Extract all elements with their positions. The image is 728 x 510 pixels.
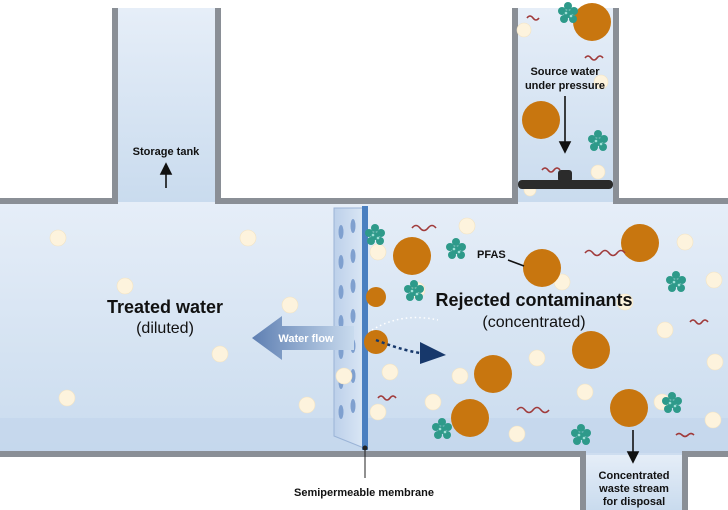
pfas-label: PFAS bbox=[477, 249, 506, 261]
storage-tank-label: Storage tank bbox=[133, 146, 201, 158]
pipe-walls bbox=[0, 8, 728, 510]
membrane-label: Semipermeable membrane bbox=[294, 487, 434, 499]
large-contaminants bbox=[364, 3, 659, 437]
source-water-label-2: under pressure bbox=[525, 80, 605, 92]
concentrated-label: (concentrated) bbox=[482, 314, 585, 331]
pressure-plate-icon bbox=[518, 170, 613, 189]
squiggle-contaminants bbox=[377, 15, 709, 438]
arrows bbox=[159, 96, 640, 464]
water-flow-label: Water flow bbox=[278, 333, 334, 345]
treated-water-label: Treated water bbox=[107, 297, 223, 317]
flow-arrow-icon bbox=[252, 316, 354, 360]
small-particles bbox=[49, 22, 724, 443]
permeate-path-arrow bbox=[371, 316, 446, 364]
source-water-label: Source water bbox=[530, 66, 600, 78]
rejected-contaminants-label: Rejected contaminants bbox=[435, 290, 632, 310]
waste-stream-label-2: waste stream bbox=[598, 483, 669, 495]
diluted-label: (diluted) bbox=[136, 320, 194, 337]
waste-stream-label-3: for disposal bbox=[603, 496, 665, 508]
waste-stream-label-1: Concentrated bbox=[599, 470, 670, 482]
